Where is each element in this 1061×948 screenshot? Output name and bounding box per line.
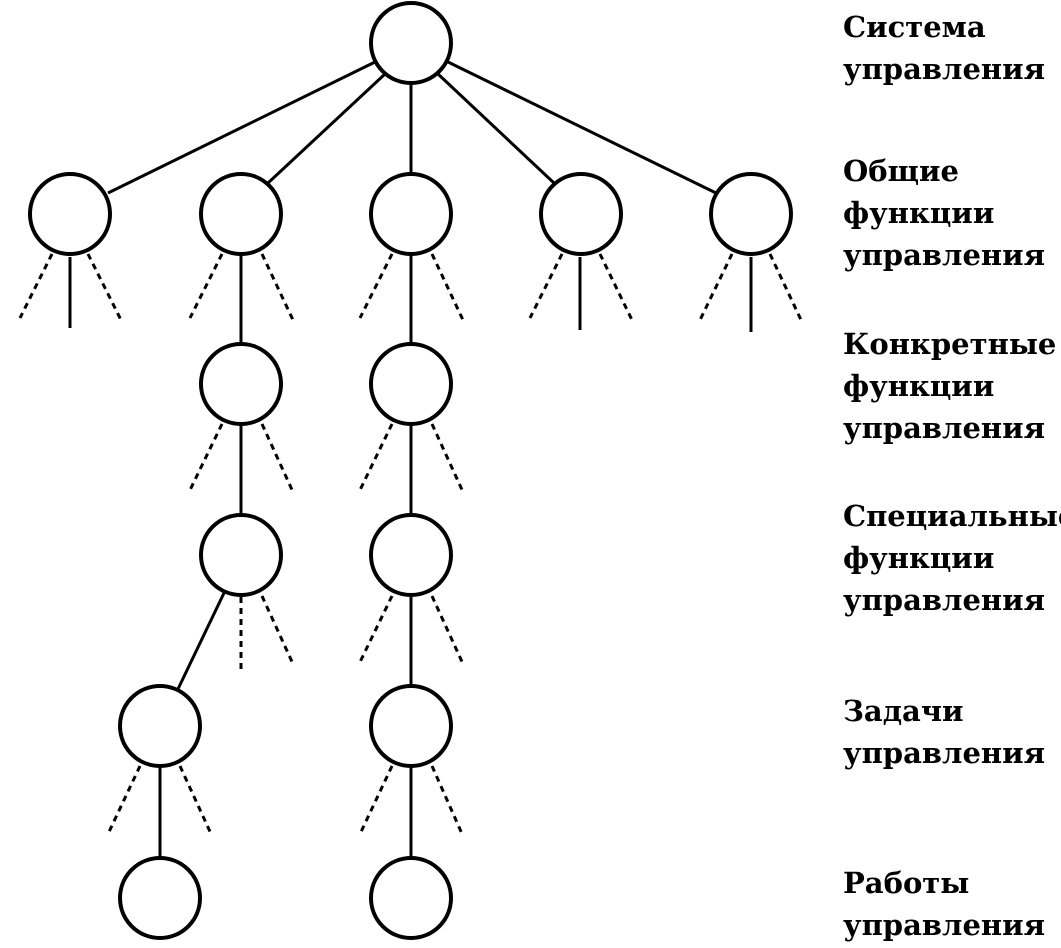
level-label-line: Общие [843, 154, 959, 188]
node-general-5 [709, 172, 793, 256]
level-label-line: Задачи [843, 694, 964, 728]
level-label-line: управления [843, 52, 1046, 86]
edge-root-to-general-4 [436, 72, 556, 185]
level-label-line: управления [843, 583, 1046, 617]
level-label-general-functions: Общие функции управления [843, 150, 1045, 276]
level-label-line: функции [843, 196, 995, 230]
stubs-special-1 [239, 595, 295, 672]
stubs-specific-1 [188, 423, 295, 493]
stubs-general-3 [358, 253, 465, 321]
node-task-1 [118, 684, 202, 768]
stubs-special-2 [358, 595, 465, 665]
edge-root-to-general-5 [447, 60, 717, 195]
stubs-task-2 [358, 765, 465, 837]
node-general-4 [539, 172, 623, 256]
node-specific-2 [369, 342, 453, 426]
level-label-system: Система управления [843, 6, 1045, 90]
level-label-tasks: Задачи управления [843, 690, 1045, 774]
level-label-line: Система [843, 10, 986, 44]
level-label-line: управления [843, 908, 1046, 942]
edge-special-1-to-task-1 [176, 592, 226, 690]
node-general-1 [28, 172, 112, 256]
node-specific-1 [199, 342, 283, 426]
stubs-task-1 [106, 765, 214, 837]
level-label-specific-functions: Конкретные функции управления [843, 323, 1056, 449]
node-system [369, 1, 453, 85]
level-label-works: Работы управления [843, 862, 1045, 946]
edge-root-to-general-2 [266, 72, 387, 185]
level-label-line: функции [843, 369, 995, 403]
node-special-1 [199, 513, 283, 597]
stubs-specific-2 [358, 423, 465, 493]
level-label-line: функции [843, 541, 995, 575]
node-work-2 [369, 856, 453, 940]
level-label-line: управления [843, 411, 1046, 445]
node-work-1 [118, 856, 202, 940]
node-special-2 [369, 513, 453, 597]
stubs-general-2 [188, 253, 295, 321]
level-label-line: Специальные [843, 499, 1061, 533]
node-general-3 [369, 172, 453, 256]
stubs-general-5 [698, 253, 804, 332]
stubs-general-4 [528, 253, 634, 330]
stubs-general-1 [18, 253, 123, 328]
level-label-line: управления [843, 736, 1046, 770]
node-task-2 [369, 684, 453, 768]
level-label-special-functions: Специальные функции управления [843, 495, 1061, 621]
edge-root-to-general-1 [107, 60, 376, 195]
level-label-line: управления [843, 238, 1046, 272]
level-label-line: Конкретные [843, 327, 1057, 361]
level-label-line: Работы [843, 866, 970, 900]
node-general-2 [199, 172, 283, 256]
